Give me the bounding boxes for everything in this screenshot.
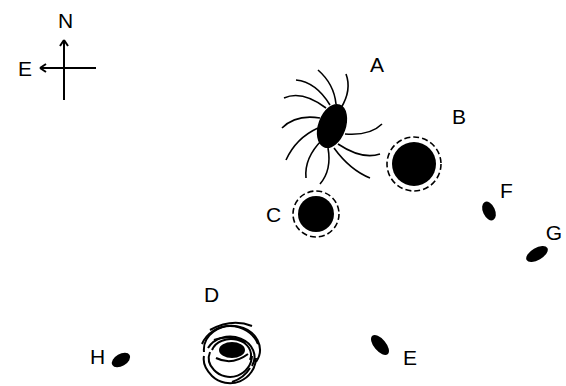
- spiral-arm: [334, 148, 370, 178]
- spiral-arm: [296, 80, 330, 105]
- compass-label: N: [58, 10, 73, 31]
- spiral-arm: [282, 117, 320, 128]
- spiral-arm: [214, 337, 246, 342]
- spiral-arm: [210, 323, 252, 330]
- galaxy-label: F: [500, 180, 513, 201]
- compass-east-line: [40, 67, 96, 69]
- galaxy-c: [293, 191, 339, 237]
- spiral-arm: [204, 356, 256, 383]
- galaxy-label: B: [452, 106, 466, 127]
- galaxy-halo: [387, 137, 441, 191]
- spiral-arm: [341, 74, 348, 108]
- galaxy-label: G: [546, 222, 562, 243]
- galaxy-g: [524, 243, 551, 265]
- spiral-arm: [284, 96, 326, 108]
- galaxy-b: [387, 137, 441, 191]
- galaxy-disc: [392, 142, 436, 186]
- spiral-arm: [306, 140, 322, 178]
- spiral-arm: [345, 124, 382, 134]
- galaxy-f: [479, 199, 498, 222]
- galaxy-disc: [298, 196, 334, 232]
- galaxy-label: H: [90, 346, 105, 367]
- spiral-galaxy-d: [202, 323, 260, 383]
- galaxy-core: [220, 343, 244, 357]
- compass-east-tick: [40, 64, 46, 72]
- spiral-arm: [232, 368, 250, 382]
- compass-north-tick: [60, 40, 68, 46]
- spiral-galaxy-a: [282, 70, 382, 184]
- compass-label: E: [18, 58, 32, 79]
- spiral-arm: [318, 70, 336, 104]
- spiral-arm: [216, 354, 248, 361]
- galaxy-label: E: [403, 347, 417, 368]
- galaxy-halo: [293, 191, 339, 237]
- galaxy-label: D: [204, 284, 219, 305]
- spiral-arm: [320, 148, 329, 184]
- compass-north-line: [63, 40, 65, 100]
- compass: [40, 40, 96, 100]
- galaxy-e: [368, 332, 393, 358]
- spiral-arm: [208, 337, 255, 366]
- spiral-arm: [286, 128, 318, 160]
- galaxy-label: A: [370, 54, 384, 75]
- galaxy-label: C: [266, 204, 281, 225]
- galaxy-h: [109, 350, 132, 370]
- spiral-arm: [338, 144, 380, 156]
